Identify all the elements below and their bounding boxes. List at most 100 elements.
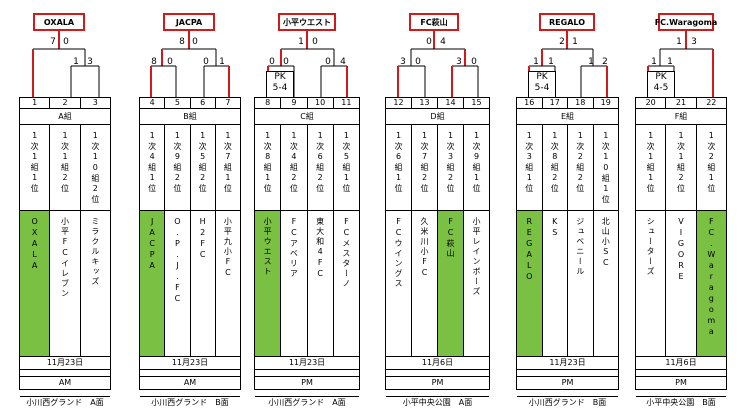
semi-score-b-2: 0: [167, 57, 173, 67]
team-name: 小平レインボーズ: [472, 217, 481, 297]
match-date: 11月6日: [386, 357, 489, 370]
seed-cell: 1次6組2位: [307, 125, 333, 211]
team-name: FC.Waragoma: [706, 217, 716, 338]
seed-label: 1次9組1位: [472, 131, 481, 194]
team-column: 1次4組1位 JACPA: [140, 125, 166, 356]
seed-label: 1次3組2位: [446, 131, 455, 194]
player-number: 12: [386, 98, 412, 108]
pk-score-e: 5-4: [534, 83, 550, 93]
seed-cell: 1次4組1位: [140, 125, 165, 211]
team-name: OXALA: [30, 217, 40, 272]
team-cell: FCウイングス: [386, 211, 411, 356]
seed-cell: 1次5組1位: [333, 125, 359, 211]
seed-cell: 1次1組1位: [636, 125, 666, 211]
final-score-a-left: 7: [50, 37, 56, 47]
player-number: 21: [666, 98, 697, 108]
team-cell: FC萩山: [438, 211, 463, 356]
team-cell: 小平FCイレブン: [50, 211, 79, 356]
team-cell: シューターズ: [636, 211, 665, 356]
seed-label: 1次3組1位: [524, 131, 534, 194]
group-name: E組: [517, 109, 618, 125]
final-score-c-left: 1: [298, 37, 304, 47]
seed-label: 1次6組2位: [315, 131, 325, 194]
final-score-e-right: 1: [572, 37, 578, 47]
seed-label: 1次1組2位: [676, 131, 686, 194]
seed-label: 1次7組2位: [420, 131, 429, 194]
match-time: PM: [517, 377, 618, 390]
seed-label: 1次6組1位: [394, 131, 403, 194]
player-number: 8: [255, 98, 282, 108]
seed-label: 1次8組1位: [263, 131, 273, 194]
team-name: JACPA: [147, 217, 157, 272]
spacer-row: [636, 370, 726, 377]
team-name: 久米川小FC: [420, 217, 429, 279]
spacer-row: [20, 370, 110, 377]
team-cell: KS: [543, 211, 568, 356]
team-column: 1次6組2位東大和4FC: [307, 125, 334, 356]
semi-score-e-1: 1: [533, 57, 539, 67]
team-name: FCアベリア: [289, 217, 299, 279]
team-cell: 北山小SC: [594, 211, 619, 356]
seed-cell: 1次4組2位: [281, 125, 307, 211]
team-columns: 1次6組1位 FCウイングス 1次7組2位久米川小FC 1次3組2位 FC萩山 1次9組1…: [386, 125, 489, 357]
team-cell: FCメスターノ: [334, 211, 359, 356]
player-number: 22: [706, 98, 717, 107]
pk-score-f: 4-5: [653, 83, 669, 93]
pk-box-c: PK 5-4: [266, 71, 294, 98]
spacer-row: [255, 370, 359, 377]
player-number: 2: [50, 98, 81, 108]
seed-label: 1次1組1位: [30, 131, 40, 194]
semi-score-d-4: 0: [471, 57, 477, 67]
seed-cell: 1次10組1位: [593, 125, 618, 211]
pk-score-c: 5-4: [272, 83, 288, 93]
seed-label: 1次9組2位: [172, 131, 182, 194]
team-cell: ジュベニール: [568, 211, 593, 356]
seed-cell: 1次5組2位: [190, 125, 215, 211]
seed-label: 1次10組2位: [90, 131, 100, 205]
player-number: 7: [225, 98, 231, 107]
semi-score-b-1: 8: [151, 57, 157, 67]
final-score-f-left: 1: [676, 37, 682, 47]
team-cell: FC.Waragoma: [696, 211, 726, 356]
seed-label: 1次5組2位: [198, 131, 208, 194]
group-name: C組: [255, 109, 359, 125]
pk-box-e: PK 5-4: [528, 71, 556, 98]
final-score-a-right: 0: [63, 37, 69, 47]
spacer-row: [255, 390, 359, 397]
team-cell: 久米川小FC: [412, 211, 437, 356]
match-time: PM: [386, 377, 489, 390]
team-name: 小平ウエスト: [263, 217, 273, 277]
seed-cell: 1次3組1位: [517, 125, 542, 211]
team-name: 北山小SC: [601, 217, 611, 269]
team-column: 1次7組1位小平九小FC: [215, 125, 240, 356]
team-cell: O.P.J.FC: [165, 211, 189, 356]
player-number: 11: [341, 98, 352, 107]
team-name: シューターズ: [646, 217, 656, 277]
tournament-bracket: OXALA JACPA 小平ウエスト FC萩山 REGALO FC.Warago…: [19, 13, 727, 407]
semi-score-a-2: 3: [87, 57, 93, 67]
spacer-row: [636, 390, 726, 397]
spacer-row: [386, 370, 489, 377]
seed-label: 1次4組2位: [289, 131, 299, 194]
semi-score-a-1: 1: [73, 57, 79, 67]
seed-cell: 1次9組2位: [165, 125, 190, 211]
semi-score-d-1: 3: [400, 57, 406, 67]
player-number: 3: [92, 98, 98, 107]
winner-box-a: OXALA: [33, 13, 85, 31]
seed-cell: 1次8組1位: [255, 125, 281, 211]
match-venue: 小川西グランド B面: [151, 398, 229, 407]
winner-box-e: REGALO: [539, 13, 595, 31]
semi-score-d-3: 3: [456, 57, 462, 67]
